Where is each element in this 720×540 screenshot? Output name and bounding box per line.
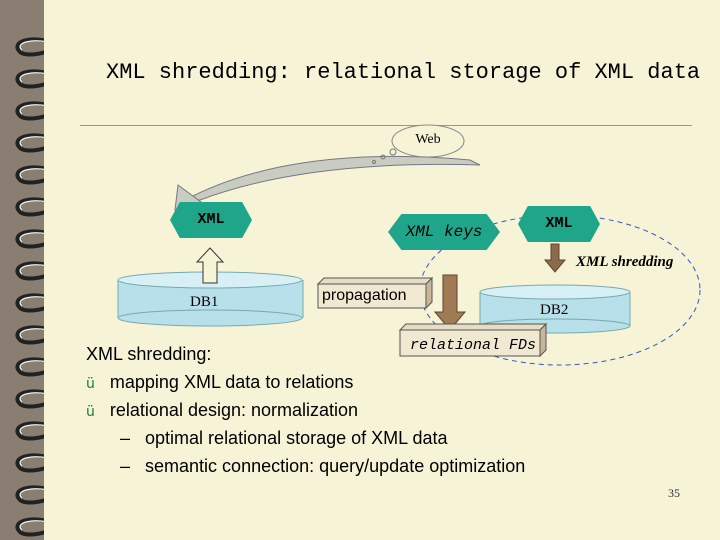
web-cloud-label: Web <box>415 132 441 147</box>
check-icon: ü <box>86 376 95 392</box>
slide <box>44 0 720 540</box>
db2-label: DB2 <box>540 302 569 318</box>
dash-icon: – <box>120 456 131 476</box>
propagation-box <box>316 276 434 310</box>
bullet-text: relational design: normalization <box>109 400 359 420</box>
xml-node-right: XML <box>518 206 600 242</box>
bullets-heading: XML shredding: <box>86 344 212 364</box>
propagation-label: propagation <box>322 287 407 304</box>
check-icon: ü <box>86 404 95 420</box>
thought-dot-2 <box>380 154 386 160</box>
sub-bullet-text: optimal relational storage of XML data <box>145 428 448 448</box>
up-arrow <box>195 247 225 284</box>
curved-arrow <box>184 155 481 201</box>
xml-shredding-label: XML shredding <box>576 254 674 270</box>
relational-fds-label: relational FDs <box>410 337 537 354</box>
bullet-text: mapping XML data to relations <box>109 372 354 392</box>
propagation-arrow <box>433 274 467 331</box>
db1-label: DB1 <box>190 294 219 310</box>
db2-cylinder <box>479 284 631 334</box>
shredding-arrow <box>543 243 567 273</box>
xml-node-left: XML <box>170 202 252 238</box>
xml-keys-node: XML keys <box>388 214 500 250</box>
sub-bullet-item: – optimal relational storage of XML data <box>120 428 448 449</box>
sub-bullet-text: semantic connection: query/update optimi… <box>145 456 526 476</box>
db1-cylinder <box>117 271 304 327</box>
title-divider <box>80 125 692 126</box>
page-number: 35 <box>668 486 680 500</box>
web-cloud-shape <box>391 124 465 158</box>
bullet-item: ü mapping XML data to relations <box>86 372 353 393</box>
thought-dot-3 <box>389 148 397 156</box>
slide-title: XML shredding: relational storage of XML… <box>106 60 701 85</box>
dash-icon: – <box>120 428 131 448</box>
sub-bullet-item: – semantic connection: query/update opti… <box>120 456 525 477</box>
thought-dot-1 <box>372 160 376 164</box>
bullet-item: ü relational design: normalization <box>86 400 358 421</box>
relational-fds-box <box>398 322 548 358</box>
